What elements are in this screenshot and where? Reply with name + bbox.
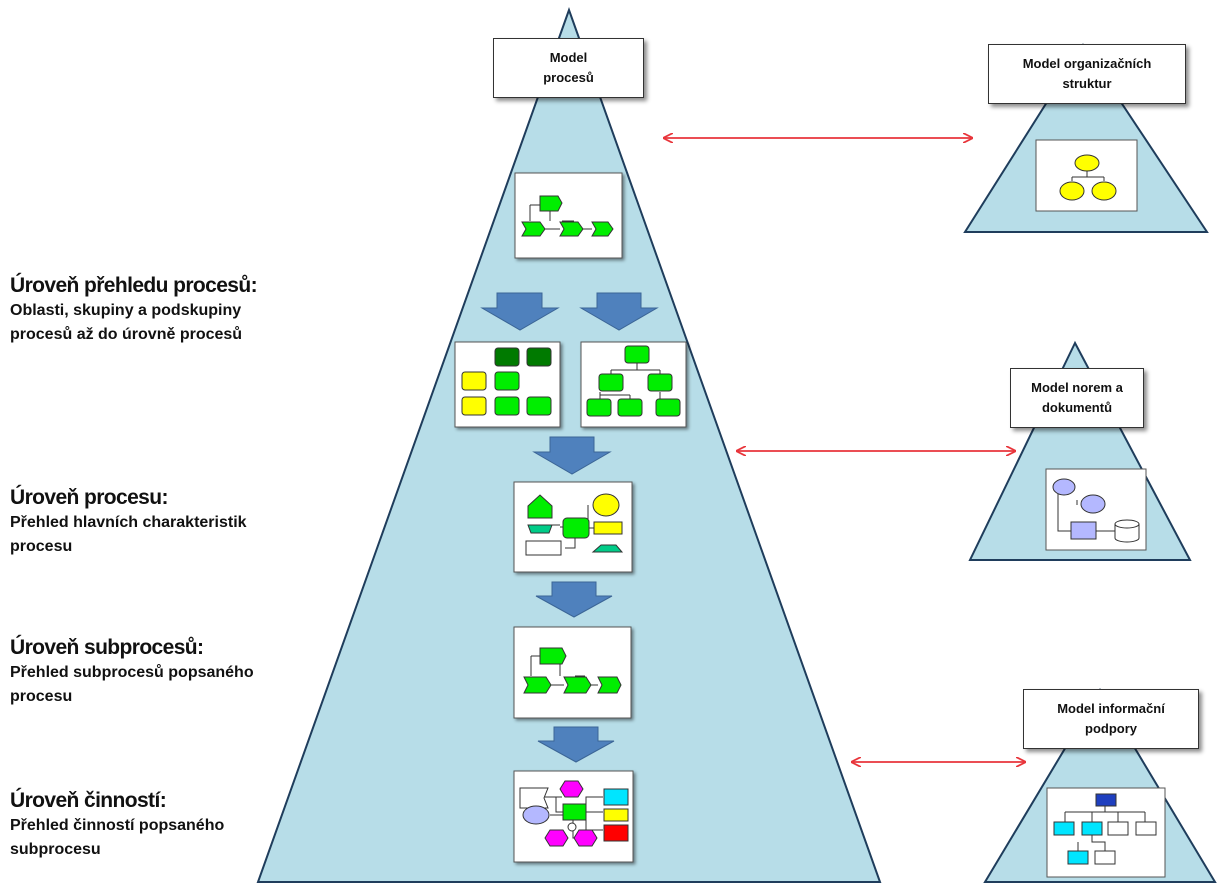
side-model-title-line1: Model organizačních <box>1022 56 1152 71</box>
level-description-line: Přehled subprocesů popsaného <box>10 664 254 681</box>
level-description-line: subprocesu <box>10 841 101 858</box>
level-process: Úroveň procesu: Přehled hlavních charakt… <box>10 485 330 559</box>
down-arrow-icon <box>480 292 560 331</box>
side-model-title-line1: Model norem a <box>1031 380 1123 395</box>
level-title: Úroveň přehledu procesů: <box>10 274 258 297</box>
documents-thumbnail <box>1045 468 1147 551</box>
main-model-title-line1: Model <box>549 50 588 65</box>
level-description-line: procesů až do úrovně procesů <box>10 326 243 343</box>
down-arrow-icon <box>535 581 613 618</box>
down-arrow-icon <box>579 292 659 331</box>
subprocess-chain-thumbnail <box>513 626 632 719</box>
level-title: Úroveň subprocesů: <box>10 636 204 659</box>
level-description-line: procesu <box>10 538 73 555</box>
side-pyramid-org <box>963 43 1209 233</box>
it-systems-thumbnail <box>1046 787 1166 878</box>
side-model-title-line2: dokumentů <box>1041 400 1113 415</box>
it-support-model-box: Model informační podpory <box>1023 689 1199 749</box>
side-model-title-line2: podpory <box>1085 721 1137 736</box>
norms-documents-model-box: Model norem a dokumentů <box>1010 368 1144 428</box>
level-title: Úroveň činností: <box>10 789 167 812</box>
level-title: Úroveň procesu: <box>10 486 168 509</box>
org-structure-model-box: Model organizačních struktur <box>988 44 1186 104</box>
down-arrow-icon <box>532 436 612 475</box>
main-model-box: Model procesů <box>493 38 644 98</box>
activity-flow-thumbnail <box>513 770 634 863</box>
process-chain-thumbnail <box>514 172 623 259</box>
level-description-line: Oblasti, skupiny a podskupiny <box>10 302 242 319</box>
side-model-title-line1: Model informační <box>1057 701 1165 716</box>
level-overview: Úroveň přehledu procesů: Oblasti, skupin… <box>10 273 330 347</box>
down-arrow-icon <box>537 726 615 763</box>
process-detail-thumbnail <box>513 481 633 573</box>
org-chart-thumbnail <box>1035 139 1138 212</box>
process-hierarchy-thumbnail <box>580 341 687 428</box>
side-model-title-line2: struktur <box>1062 76 1112 91</box>
level-activity: Úroveň činností: Přehled činností popsan… <box>10 788 330 862</box>
level-description-line: Přehled hlavních charakteristik <box>10 514 247 531</box>
main-model-title-line2: procesů <box>543 70 594 85</box>
process-areas-grid-thumbnail <box>454 341 561 428</box>
level-description-line: procesu <box>10 688 73 705</box>
level-subprocess: Úroveň subprocesů: Přehled subprocesů po… <box>10 635 330 709</box>
level-description-line: Přehled činností popsaného <box>10 817 225 834</box>
